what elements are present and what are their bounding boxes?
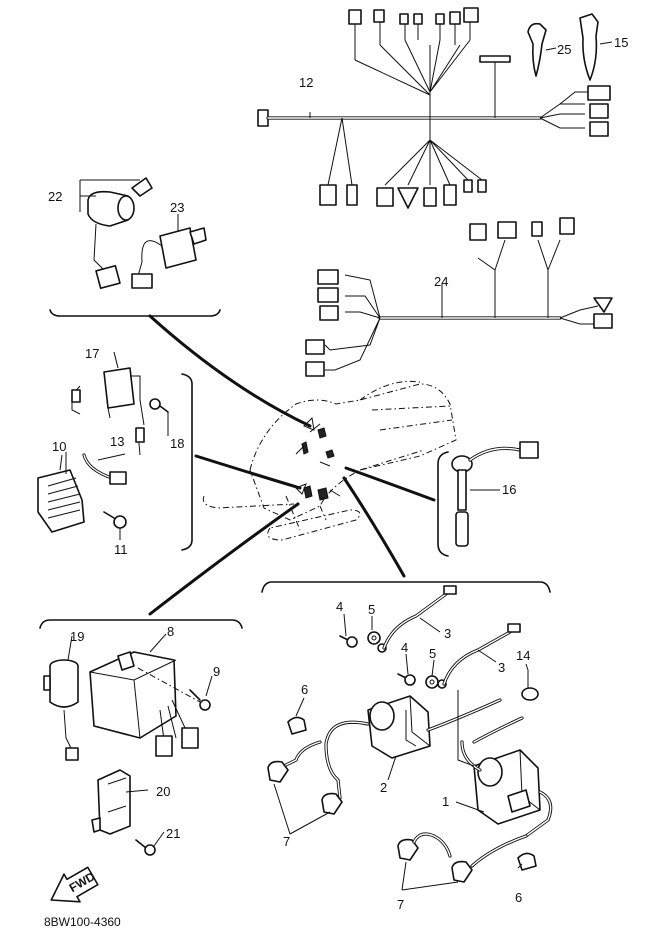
group-bracket-bottom-left bbox=[39, 619, 243, 629]
ground-lead-3a bbox=[377, 585, 457, 653]
label-9: 9 bbox=[213, 664, 220, 679]
ht-leads bbox=[282, 690, 553, 868]
fwd-arrow: FWD bbox=[50, 866, 99, 903]
label-leaders bbox=[65, 41, 613, 891]
bolt-11 bbox=[103, 511, 127, 529]
relay-17 bbox=[71, 367, 145, 456]
bracket-22 bbox=[79, 179, 140, 212]
sensor-16 bbox=[451, 441, 539, 547]
label-6b: 6 bbox=[515, 890, 522, 905]
label-22: 22 bbox=[48, 189, 62, 204]
leader-8-9 bbox=[137, 667, 201, 703]
label-15: 15 bbox=[614, 35, 628, 50]
bolt-4b bbox=[397, 673, 416, 686]
clamp-6b bbox=[517, 852, 537, 871]
label-3a: 3 bbox=[444, 626, 451, 641]
bolt-4a bbox=[339, 635, 358, 648]
leader-16 bbox=[344, 466, 436, 502]
label-3b: 3 bbox=[498, 660, 505, 675]
label-19: 19 bbox=[70, 629, 84, 644]
main-switch-22 bbox=[87, 177, 153, 290]
label-5a: 5 bbox=[368, 602, 375, 617]
snowmobile-outline bbox=[202, 380, 457, 541]
group-bracket-left bbox=[181, 373, 193, 551]
label-12: 12 bbox=[299, 75, 313, 90]
key-tag-15 bbox=[579, 13, 599, 81]
label-23: 23 bbox=[170, 200, 184, 215]
clamp-14 bbox=[521, 670, 539, 701]
label-4b: 4 bbox=[401, 640, 408, 655]
plug-caps-7b bbox=[397, 832, 473, 883]
figure-code: 8BW100-4360 bbox=[44, 915, 121, 929]
bolt-9 bbox=[189, 689, 211, 711]
bolt-21 bbox=[135, 839, 156, 856]
group-bracket-bottom-right bbox=[261, 581, 551, 593]
switch-23 bbox=[131, 227, 207, 289]
label-21: 21 bbox=[166, 826, 180, 841]
leader-bottom-left bbox=[148, 502, 300, 616]
ground-lead-3b bbox=[437, 623, 521, 689]
label-20: 20 bbox=[156, 784, 170, 799]
key-tag-25 bbox=[527, 22, 547, 77]
label-14: 14 bbox=[516, 648, 530, 663]
group-bracket-top bbox=[49, 309, 221, 317]
label-24: 24 bbox=[434, 274, 448, 289]
label-4a: 4 bbox=[336, 599, 343, 614]
plug-caps-7a bbox=[267, 760, 343, 815]
ignition-coil-1 bbox=[473, 749, 541, 825]
label-11: 11 bbox=[114, 542, 128, 557]
washer-5b bbox=[425, 675, 439, 689]
label-7a: 7 bbox=[283, 834, 290, 849]
label-13: 13 bbox=[110, 434, 124, 449]
label-17: 17 bbox=[85, 346, 99, 361]
arrow-heads bbox=[295, 416, 315, 495]
leader-bottom-right bbox=[342, 476, 406, 578]
label-10: 10 bbox=[52, 439, 66, 454]
wire-harness-24 bbox=[305, 217, 613, 377]
group-bracket-right bbox=[437, 451, 449, 557]
label-16: 16 bbox=[502, 482, 516, 497]
label-7b: 7 bbox=[397, 897, 404, 912]
label-25: 25 bbox=[557, 42, 571, 57]
label-2: 2 bbox=[380, 780, 387, 795]
cdi-unit-8 bbox=[89, 651, 199, 757]
bolt-18 bbox=[149, 398, 169, 413]
label-6a: 6 bbox=[301, 682, 308, 697]
ignition-coil-2 bbox=[367, 695, 431, 759]
leader-left-group bbox=[194, 454, 302, 490]
clamp-6a bbox=[287, 716, 307, 735]
rectifier-10 bbox=[37, 454, 85, 533]
washer-5a bbox=[367, 631, 381, 645]
wire-13 bbox=[82, 453, 127, 485]
label-18: 18 bbox=[170, 436, 184, 451]
label-8: 8 bbox=[167, 624, 174, 639]
leader-top-group bbox=[148, 314, 312, 428]
label-1: 1 bbox=[442, 794, 449, 809]
wire-harness-12 bbox=[257, 7, 611, 209]
igniter-20 bbox=[91, 769, 131, 835]
capacitor-19 bbox=[43, 659, 79, 761]
label-5b: 5 bbox=[429, 646, 436, 661]
component-marks bbox=[295, 423, 341, 501]
